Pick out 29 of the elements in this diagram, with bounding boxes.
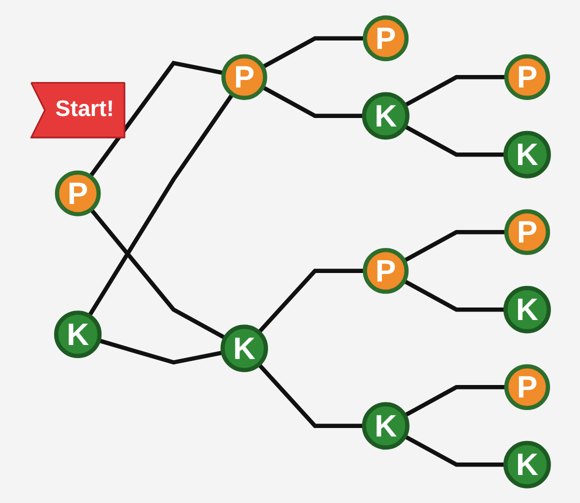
connector bbox=[98, 338, 224, 365]
connector bbox=[88, 60, 224, 178]
node-circle bbox=[220, 324, 268, 372]
node-circle bbox=[503, 286, 551, 334]
node-circle bbox=[54, 170, 101, 216]
connector bbox=[404, 385, 506, 418]
connector bbox=[402, 279, 506, 312]
connector bbox=[404, 75, 506, 108]
connector bbox=[257, 268, 365, 334]
node-circle bbox=[504, 364, 550, 410]
connector bbox=[402, 230, 506, 263]
node-circle bbox=[504, 209, 550, 256]
node-circle bbox=[503, 130, 551, 178]
connector bbox=[87, 93, 234, 318]
node-circle bbox=[503, 440, 551, 488]
connector bbox=[404, 124, 506, 157]
tree-diagram: Start! P K P K P K P K P K P K P K bbox=[20, 4, 560, 499]
node-circle bbox=[504, 54, 550, 100]
node-circle bbox=[362, 92, 410, 140]
connector bbox=[262, 85, 364, 118]
node-circle bbox=[221, 54, 268, 100]
connector bbox=[404, 434, 506, 467]
connector bbox=[89, 208, 226, 340]
node-circle bbox=[362, 402, 410, 450]
node-circle bbox=[362, 248, 409, 294]
node-circle bbox=[362, 15, 409, 62]
connector bbox=[257, 362, 364, 428]
node-circle bbox=[54, 310, 102, 358]
connector bbox=[262, 36, 365, 69]
